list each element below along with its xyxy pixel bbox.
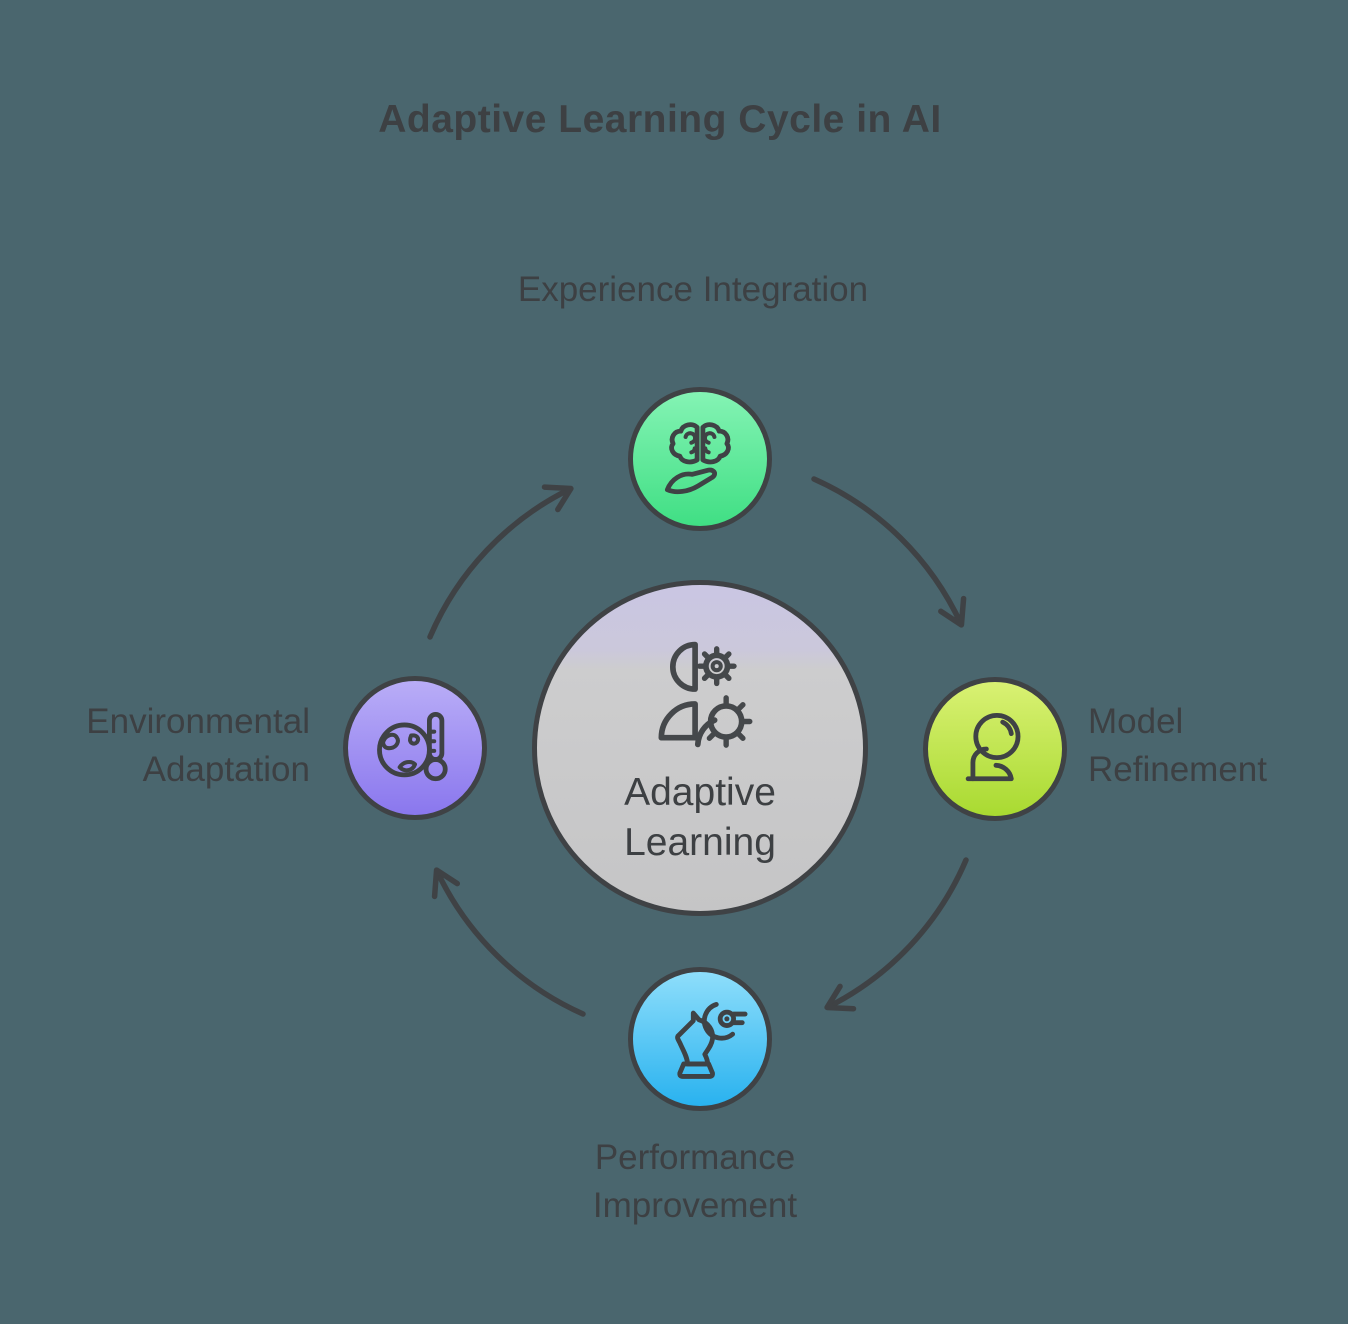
arrow-env-to-exp [427,484,574,640]
node-model-refinement [923,677,1067,821]
polished-lens-icon [965,713,1021,782]
globe-thermometer-icon [377,712,448,782]
page-title: Adaptive Learning Cycle in AI [378,98,942,141]
chess-knight-claw-icon [675,1002,748,1079]
label-environmental-adaptation: Environmental Adaptation [86,702,310,789]
label-model-refinement: Model Refinement [1088,702,1267,789]
arrow-model-to-perf [824,857,969,1012]
center-node-adaptive-learning: Adaptive Learning [532,580,868,916]
center-node-label: Adaptive Learning [624,771,776,864]
brain-in-hand-icon [664,422,731,495]
node-environmental-adaptation [343,676,487,820]
label-experience-integration: Experience Integration [517,270,869,309]
node-experience-integration [628,387,772,531]
person-gears-icon [658,641,752,748]
node-performance-improvement [628,967,772,1111]
arrow-exp-to-model [811,476,967,628]
label-performance-improvement: Performance Improvement [592,1138,798,1225]
arrow-perf-to-env [431,867,586,1017]
